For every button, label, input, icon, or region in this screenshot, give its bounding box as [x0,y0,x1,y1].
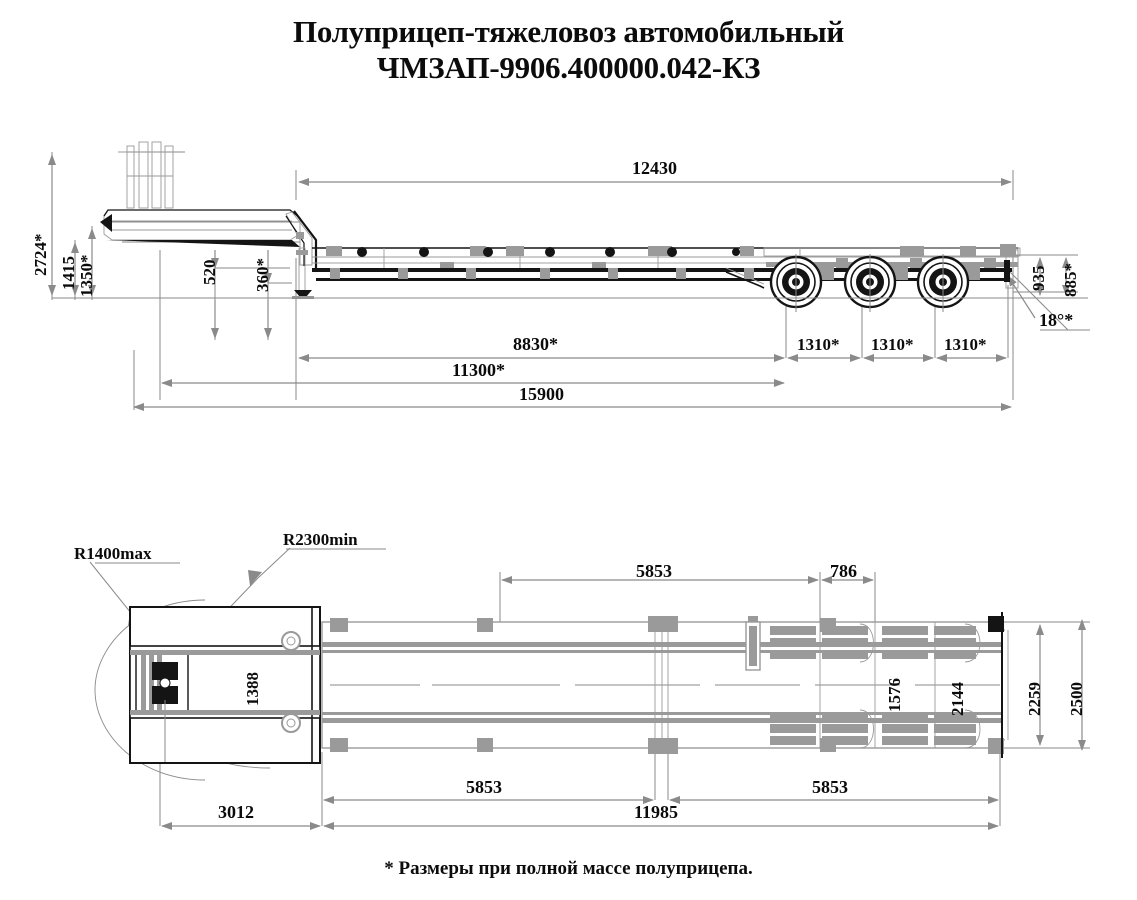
dim-1388: 1388 [243,672,262,706]
side-dimension-lines [48,154,1070,411]
gooseneck [100,209,318,299]
tie-down-points [357,247,740,257]
tire-outline-upper [859,623,981,663]
tool-box [745,616,761,671]
dim-885: 885* [1061,263,1080,297]
callout-r1400max: R1400max [74,544,152,563]
dim-angle-18: 18°* [1039,310,1074,330]
dim-bottom-5853-right: 5853 [812,777,848,797]
tire-outline-lower [859,709,981,749]
footnote: * Размеры при полной массе полуприцепа. [384,858,753,879]
dim-786: 786 [830,561,857,581]
dim-axle-2: 1310* [871,335,914,354]
dim-3012: 3012 [218,802,254,822]
dim-1350: 1350* [77,254,96,298]
dim-11985: 11985 [634,802,679,822]
dim-8830: 8830* [513,334,558,354]
dim-axle-1: 1310* [797,335,840,354]
dim-bottom-5853-left: 5853 [466,777,502,797]
side-view-trailer-geometry [52,141,1088,312]
wheels [769,254,970,312]
page-title: Полуприцеп-тяжеловоз автомобильный ЧМЗАП… [0,14,1137,86]
tires-plan-lower [770,712,976,745]
title-line-1: Полуприцеп-тяжеловоз автомобильный [293,14,844,49]
title-line-2: ЧМЗАП-9906.400000.042-КЗ [376,50,761,85]
dim-360: 360* [253,258,272,292]
dim-2259: 2259 [1025,682,1044,716]
kingpin-detail [135,651,189,762]
dim-1576: 1576 [885,678,904,712]
dim-12430: 12430 [632,158,677,178]
dim-15900: 15900 [519,384,564,404]
dim-2144: 2144 [948,682,967,716]
dim-top-5853: 5853 [636,561,672,581]
dim-11300: 11300* [452,360,506,380]
plan-view-trailer-geometry [129,606,1009,764]
dim-520: 520 [200,259,219,286]
dim-2724: 2724* [31,233,50,277]
front-headboard [118,141,174,209]
callout-r2300min: R2300min [283,530,358,549]
dim-2500: 2500 [1067,682,1086,716]
tires-plan-upper [770,626,976,659]
dim-935: 935 [1029,265,1048,292]
dim-axle-3: 1310* [944,335,987,354]
dim-1415: 1415 [59,256,78,290]
